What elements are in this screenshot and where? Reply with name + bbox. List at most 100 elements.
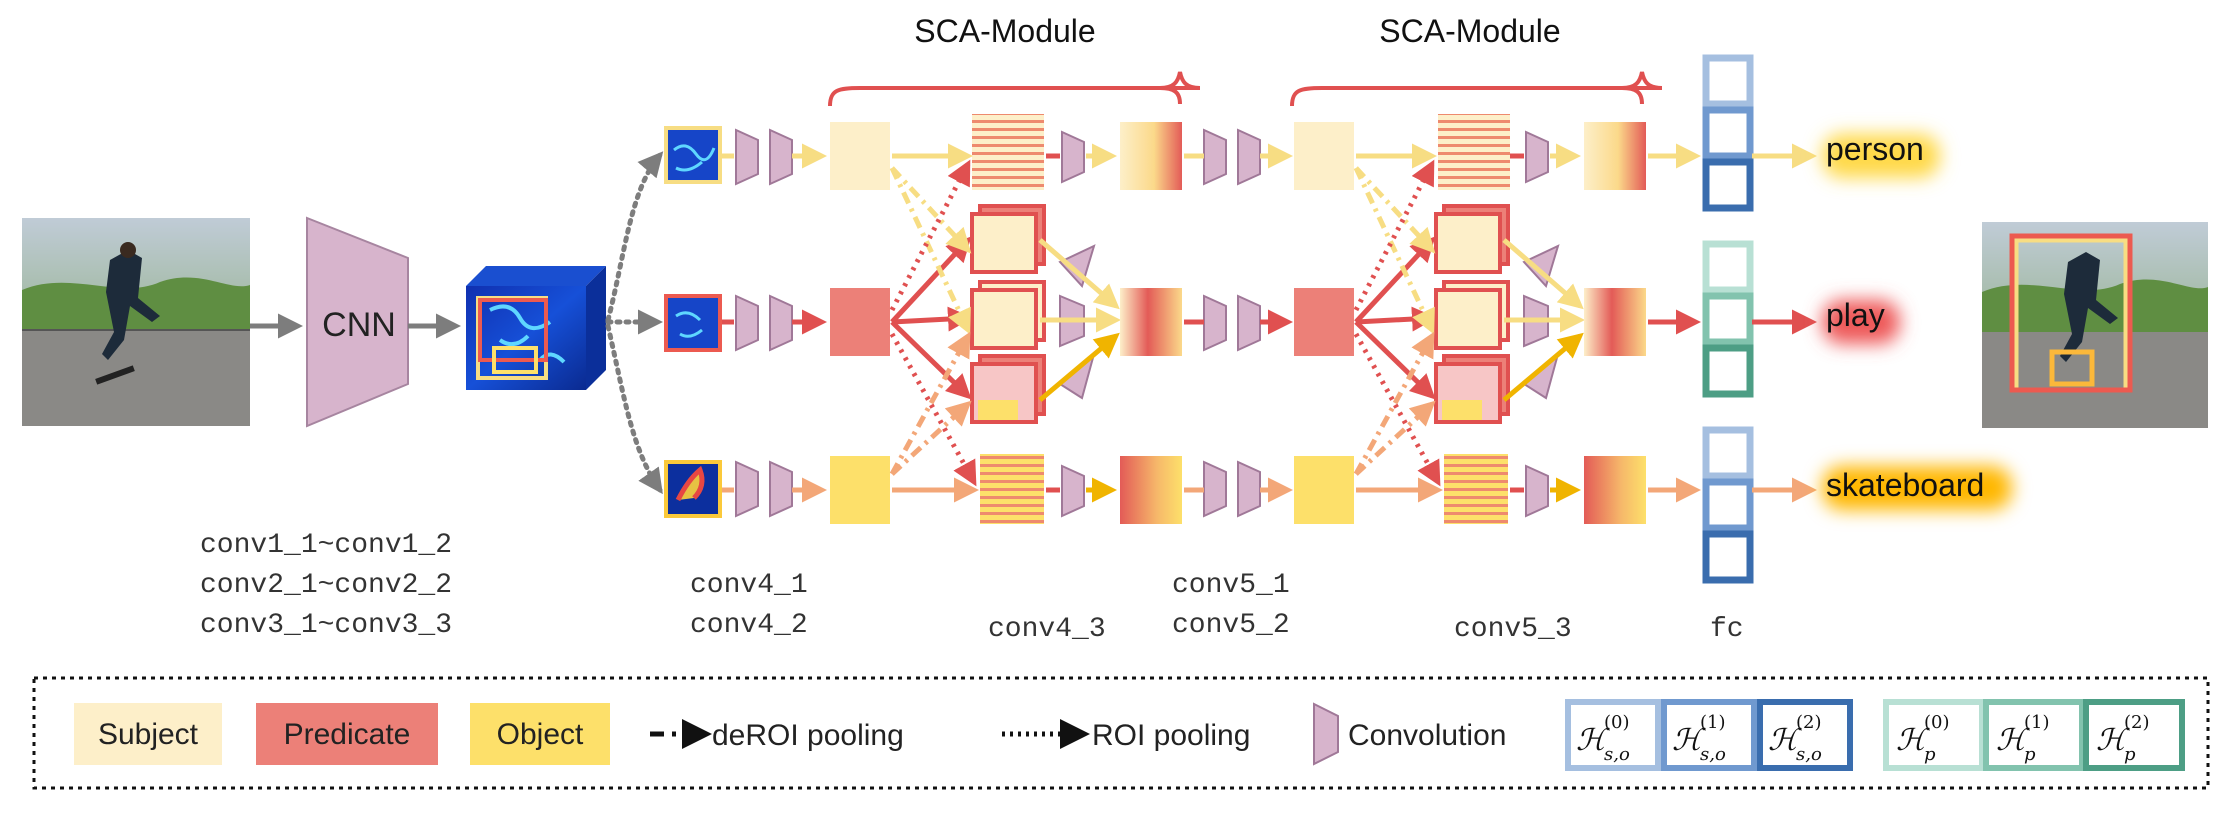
legend-hp-0-sub: p [1924, 744, 1936, 765]
output-skateboard: skateboard [1822, 466, 2012, 510]
m2-cross-arrows [1353, 143, 1443, 503]
m1-predicate-block [830, 288, 890, 356]
label-conv5-3: conv5_3 [1454, 614, 1572, 645]
m2-predicate-output [1584, 288, 1646, 356]
m2-object-output [1584, 456, 1646, 524]
subject-roi-map [664, 126, 722, 184]
fc-predicate-stack [1702, 240, 1754, 398]
legend-hso-0-sym: ℋ [1576, 723, 1610, 758]
label-conv3: conv3_1~conv3_3 [200, 610, 452, 641]
legend-frame [32, 676, 2210, 790]
legend-object-swatch [470, 703, 610, 765]
cnn-backbone: CNN [306, 216, 409, 428]
m1-object-output [1120, 456, 1182, 524]
to-fc-arrows [1648, 143, 1701, 503]
legend-roi-label: ROI pooling [1092, 719, 1250, 752]
conv5-arrows [1184, 143, 1293, 503]
m2-predicate-stack [1434, 204, 1510, 424]
label-conv4-3: conv4_3 [988, 614, 1106, 645]
layer-labels: conv1_1~conv1_2 conv2_1~conv2_2 conv3_1~… [200, 530, 1744, 645]
m1-conv-arrows [1038, 143, 1121, 503]
input-image [22, 218, 250, 426]
legend-hso-0 [1565, 699, 1661, 771]
input-row-arrows [722, 143, 827, 503]
fc-object-stack [1702, 426, 1754, 584]
sca-module-1-label: SCA-Module [914, 13, 1095, 49]
legend-hso-1-sup: (1) [1700, 712, 1726, 733]
legend-object-label: Object [497, 718, 584, 751]
m2-subject-striped [1438, 114, 1510, 190]
m2-subject-block [1294, 122, 1354, 190]
m2-conv-arrows [1502, 143, 1585, 503]
legend-hp-0-sym: ℋ [1896, 723, 1930, 758]
legend-hp-1-sub: p [2024, 744, 2036, 765]
legend-hso-2-sub: s,o [1796, 744, 1822, 765]
m1-conv-units [1058, 130, 1096, 518]
label-conv2: conv2_1~conv2_2 [200, 570, 452, 601]
legend: Subject Predicate Object deROI pooling R… [32, 676, 2210, 790]
conv4-pair-subject [735, 128, 793, 186]
legend-hp-2 [2083, 699, 2185, 771]
label-conv4-1: conv4_1 [690, 570, 808, 601]
feature-map-cube [466, 266, 606, 390]
legend-hso-2-sym: ℋ [1768, 723, 1802, 758]
fc-subject-stack [1702, 54, 1754, 212]
output-image [1982, 222, 2208, 428]
output-skateboard-label: skateboard [1826, 467, 1984, 503]
legend-subject-label: Subject [98, 718, 199, 751]
legend-hp-2-sym: ℋ [2096, 723, 2130, 758]
label-conv5-2: conv5_2 [1172, 610, 1290, 641]
legend-subject-swatch [74, 703, 222, 765]
m2-object-block [1294, 456, 1354, 524]
legend-deroi-label: deROI pooling [712, 719, 904, 752]
label-fc: fc [1710, 614, 1744, 645]
output-person: person [1822, 131, 1940, 178]
m1-predicate-output [1120, 288, 1182, 356]
m1-subject-striped [972, 114, 1044, 190]
m1-object-striped [980, 454, 1044, 524]
m1-predicate-stack [970, 204, 1046, 424]
conv5-pairs [1203, 128, 1261, 518]
label-conv5-1: conv5_1 [1172, 570, 1290, 601]
fc-to-label-arrows [1752, 143, 1817, 503]
m2-subject-output [1584, 122, 1646, 190]
legend-hp-0 [1883, 699, 1985, 771]
conv4-pair-object [735, 460, 793, 518]
legend-hp-0-sup: (0) [1924, 712, 1950, 733]
legend-conv-label: Convolution [1348, 719, 1506, 752]
legend-hp-1-sup: (1) [2024, 712, 2050, 733]
conv4-pair-predicate [735, 294, 793, 352]
output-play: play [1822, 297, 1900, 344]
legend-hso-1 [1661, 699, 1757, 771]
legend-hp-1-sym: ℋ [1996, 723, 2030, 758]
m2-object-striped [1444, 454, 1508, 524]
m1-subject-block [830, 122, 890, 190]
sca-module-2-label: SCA-Module [1379, 13, 1560, 49]
output-play-label: play [1826, 297, 1885, 333]
m1-subject-output [1120, 122, 1182, 190]
m2-conv-units [1522, 130, 1560, 518]
legend-hso-1-sub: s,o [1700, 744, 1726, 765]
label-conv4-2: conv4_2 [690, 610, 808, 641]
cnn-label: CNN [322, 306, 396, 344]
object-roi-map [664, 460, 722, 518]
m1-cross-arrows [889, 143, 979, 503]
legend-hp-1 [1983, 699, 2085, 771]
label-conv1: conv1_1~conv1_2 [200, 530, 452, 561]
legend-hso-2 [1757, 699, 1853, 771]
sca-module-2: SCA-Module [1290, 13, 1663, 107]
legend-hso-1-sym: ℋ [1672, 723, 1706, 758]
predicate-roi-map [664, 294, 722, 352]
m2-predicate-block [1294, 288, 1354, 356]
sca-module-1: SCA-Module [828, 13, 1201, 107]
legend-hp-2-sup: (2) [2124, 712, 2150, 733]
m1-object-block [830, 456, 890, 524]
legend-hp-2-sub: p [2124, 744, 2136, 765]
legend-hso-0-sub: s,o [1604, 744, 1630, 765]
legend-hso-0-sup: (0) [1604, 712, 1630, 733]
output-person-label: person [1826, 131, 1924, 167]
legend-predicate-swatch [256, 703, 438, 765]
legend-conv-icon [1313, 702, 1339, 766]
legend-hso-2-sup: (2) [1796, 712, 1822, 733]
